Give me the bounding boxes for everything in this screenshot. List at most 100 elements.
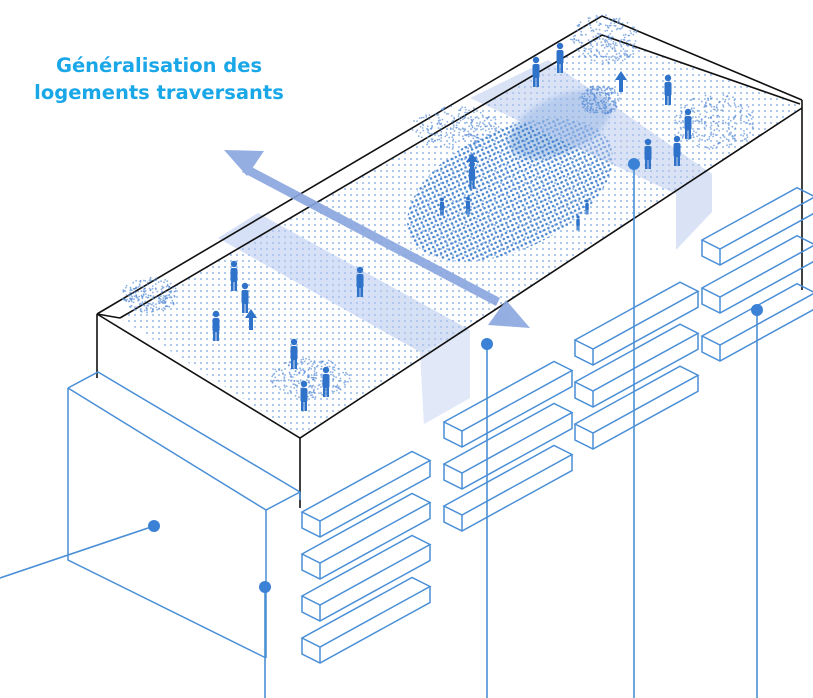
- plant-dot: [615, 57, 617, 60]
- plant-dot: [603, 100, 605, 103]
- plant-dot: [707, 98, 709, 100]
- plant-dot: [592, 85, 594, 88]
- plant-dot: [133, 295, 136, 297]
- plant-dot: [609, 33, 612, 35]
- balcony-rail: [301, 460, 431, 538]
- plant-dot: [283, 384, 286, 387]
- plant-dot: [581, 34, 583, 36]
- plant-dot: [144, 287, 146, 290]
- plant-dot: [316, 388, 319, 390]
- plant-dot: [598, 51, 600, 54]
- plant-dot: [417, 135, 420, 138]
- plant-dot: [613, 90, 616, 93]
- plant-dot: [470, 118, 473, 121]
- plant-dot: [710, 132, 712, 135]
- plant-dot: [331, 371, 334, 374]
- plant-dot: [460, 116, 463, 118]
- balconies: [300, 186, 813, 664]
- plant-dot: [728, 124, 730, 126]
- plant-dot: [439, 119, 441, 122]
- plant-dot: [623, 36, 626, 39]
- plant-dot: [425, 114, 427, 117]
- plant-dot: [313, 374, 315, 376]
- plant-dot: [168, 296, 171, 299]
- plant-dot: [471, 134, 474, 137]
- plant-dot: [428, 132, 431, 135]
- plant-dot: [579, 21, 582, 24]
- plant-dot: [708, 135, 711, 138]
- plant-dot: [441, 118, 444, 121]
- plant-dot: [751, 123, 754, 126]
- plant-dot: [601, 111, 604, 114]
- plant-dot: [481, 114, 484, 117]
- plant-dot: [426, 142, 429, 144]
- plant-dot: [132, 301, 135, 304]
- plant-dot: [581, 93, 583, 95]
- plant-dot: [685, 139, 688, 142]
- plant-dot: [285, 361, 287, 364]
- plant-dot: [344, 380, 347, 383]
- plant-dot: [311, 365, 313, 368]
- plant-dot: [583, 54, 586, 57]
- person-figure: [439, 197, 445, 216]
- plant-dot: [600, 41, 603, 44]
- plant-dot: [590, 92, 592, 95]
- plant-dot: [310, 374, 313, 376]
- plant-dot: [465, 133, 468, 136]
- plant-dot: [467, 147, 470, 150]
- plant-dot: [607, 99, 609, 102]
- plant-dot: [489, 135, 492, 138]
- plant-dot: [161, 285, 164, 288]
- plant-dot: [708, 138, 710, 140]
- plant-dot: [607, 17, 610, 20]
- plant-dot: [472, 118, 475, 121]
- plant-dot: [592, 36, 595, 38]
- plant-dot: [335, 376, 337, 379]
- plant-dot: [121, 297, 124, 300]
- plant-dot: [628, 39, 631, 42]
- plant-dot: [445, 112, 448, 115]
- plant-dot: [411, 129, 414, 131]
- plant-dot: [339, 388, 342, 391]
- plant-dot: [148, 287, 151, 290]
- plant-dot: [724, 100, 726, 103]
- plant-dot: [712, 133, 715, 136]
- plant-dot: [130, 304, 133, 307]
- plant-dot: [630, 32, 632, 35]
- plant-dot: [473, 130, 475, 133]
- plant-dot: [479, 143, 481, 146]
- plant-dot: [474, 135, 477, 138]
- plant-dot: [608, 36, 611, 39]
- plant-dot: [700, 118, 703, 120]
- plant-dot: [130, 289, 133, 292]
- person-figure: [644, 138, 652, 169]
- plant-dot: [607, 86, 610, 88]
- plant-dot: [269, 379, 272, 382]
- plant-dot: [705, 146, 707, 149]
- plant-dot: [583, 92, 586, 95]
- plant-dot: [693, 107, 695, 109]
- plant-dot: [603, 107, 606, 110]
- plant-dot: [314, 396, 317, 399]
- plant-dot: [724, 121, 727, 124]
- plant-dot: [703, 135, 706, 138]
- plant-dot: [729, 119, 732, 122]
- plant-dot: [137, 286, 140, 288]
- plant-dot: [443, 106, 446, 109]
- plant-dot: [746, 136, 749, 139]
- plant-dot: [471, 120, 473, 122]
- plant-dot: [617, 20, 620, 23]
- plant-dot: [142, 285, 144, 288]
- plant-dot: [131, 297, 134, 300]
- plant-dot: [601, 91, 604, 94]
- balcony-rail: [443, 454, 573, 532]
- plant-dot: [580, 42, 583, 44]
- leader-dot: [628, 158, 640, 170]
- plant-dot: [600, 44, 603, 47]
- plant-dot: [436, 138, 439, 141]
- plant-dot: [308, 358, 311, 361]
- plant-dot: [607, 98, 610, 101]
- plant-dot: [621, 22, 624, 25]
- plant-dot: [591, 102, 593, 105]
